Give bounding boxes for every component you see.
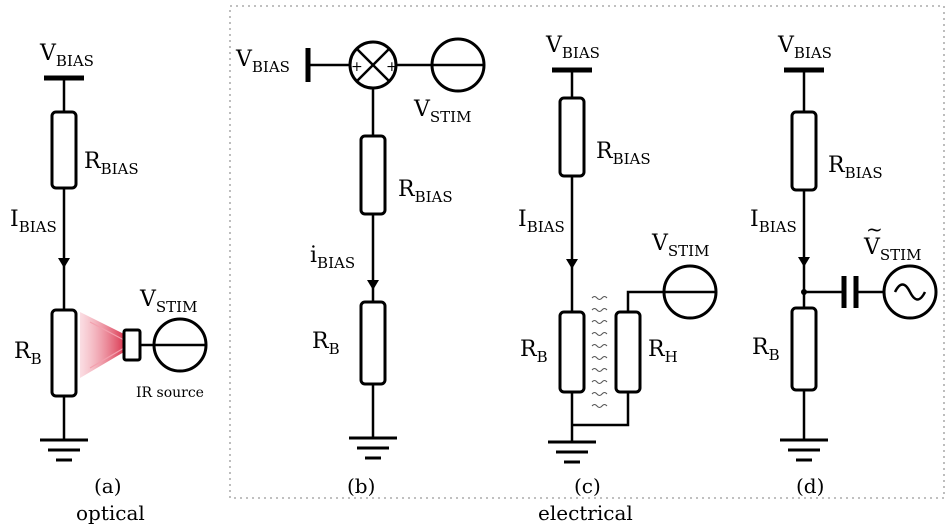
panel-c-caption: (c): [574, 474, 601, 498]
svg-text:+: +: [351, 59, 363, 75]
panel-c-rb-resistor: [558, 310, 586, 394]
panel-a-current-arrow: [58, 258, 70, 268]
panel-a-ground-symbol: [40, 438, 88, 462]
optical-group-label: optical: [76, 501, 145, 525]
panel-b-rbias-resistor: [359, 134, 387, 216]
panel-a-ibias-label: IBIAS: [10, 207, 57, 236]
panel-d-caption: (d): [796, 474, 824, 498]
panel-c-heat-waves: [591, 296, 608, 408]
panel-b-rb-resistor: [359, 300, 387, 386]
panel-a-vbias-label: VBIAS: [39, 41, 94, 70]
panel-d-ground-symbol: [780, 438, 828, 462]
panel-d-vstim-tilde: ~: [866, 217, 883, 241]
panel-c-rb-label: RB: [520, 337, 548, 366]
panel-b-current-arrow: [367, 280, 379, 290]
panel-b-ground-symbol: [349, 436, 397, 460]
electrical-group-label: electrical: [538, 501, 633, 525]
panel-c-vbias-label: VBIAS: [545, 33, 600, 62]
electrical-group-frame: [229, 5, 945, 499]
panel-c-ground-symbol: [548, 440, 596, 464]
panel-b-vstim-label: VSTIM: [413, 97, 471, 126]
panel-b-caption: (b): [347, 474, 375, 498]
panel-d-vstim-label: VSTIM: [863, 235, 921, 264]
panel-c-rbias-resistor: [558, 96, 586, 178]
panel-d-rbias-resistor: [790, 110, 818, 192]
panel-a-rbias-label: RBIAS: [84, 149, 139, 178]
panel-d-coupling-capacitor: [841, 276, 859, 308]
panel-b: VBIAS + + VSTIM RBIAS iBIAS RB: [235, 37, 486, 498]
panel-d: VBIAS RBIAS IBIAS VSTIM ~ RB: [750, 33, 938, 498]
panel-c: VBIAS RBIAS IBIAS RB: [518, 33, 718, 498]
panel-c-rh-resistor: [614, 310, 642, 394]
panel-c-current-arrow: [566, 259, 578, 269]
panel-c-ibias-label: IBIAS: [518, 207, 565, 236]
panel-a-ir-source-label: IR source: [136, 385, 204, 401]
panel-a-rbias-resistor: [50, 110, 78, 190]
panel-c-rbias-label: RBIAS: [596, 139, 651, 168]
panel-a-ir-beam: [80, 312, 124, 378]
panel-a-rb-label: RB: [14, 339, 42, 368]
panel-d-rbias-label: RBIAS: [828, 153, 883, 182]
panel-b-vbias-label: VBIAS: [235, 47, 290, 76]
svg-text:+: +: [386, 59, 398, 75]
panel-b-ibias-label: iBIAS: [310, 243, 355, 272]
panel-d-current-arrow: [798, 257, 810, 267]
panel-a-caption: (a): [94, 474, 122, 498]
panel-a-vstim-label: VSTIM: [139, 287, 197, 316]
panel-a: VBIAS RBIAS IBIAS RB VSTIM: [10, 41, 208, 498]
panel-c-vstim-label: VSTIM: [651, 231, 709, 260]
panel-d-vbias-label: VBIAS: [777, 33, 832, 62]
panel-a-ir-source: [122, 328, 142, 362]
panel-d-rb-resistor: [790, 306, 818, 392]
panel-d-rb-label: RB: [752, 335, 780, 364]
panel-c-rh-label: RH: [648, 337, 678, 366]
panel-a-rb-resistor: [50, 308, 78, 398]
panel-b-summing-mixer: + +: [348, 40, 398, 90]
panel-b-rbias-label: RBIAS: [398, 177, 453, 206]
panel-b-rb-label: RB: [312, 329, 340, 358]
panel-d-ibias-label: IBIAS: [750, 207, 797, 236]
